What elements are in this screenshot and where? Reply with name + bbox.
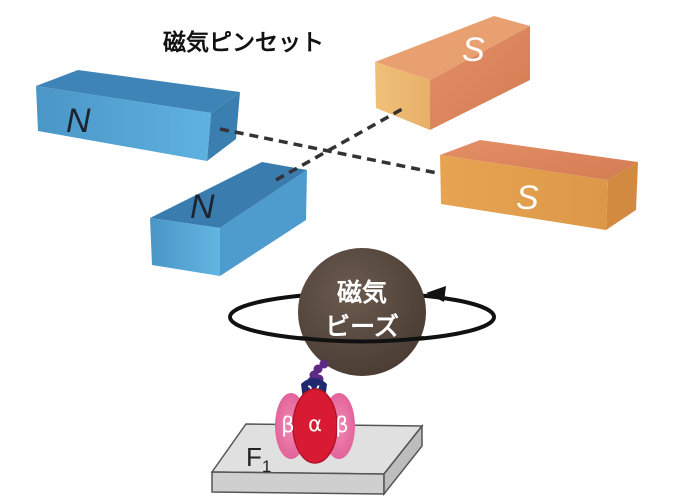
alpha-subunit-outline [292,388,338,464]
alpha-subunit [293,389,337,463]
diagram-title: 磁気ピンセット [163,29,324,56]
magnetic-bead: 磁気 ビーズ [298,248,426,376]
magnet-n-side-face [207,92,240,161]
magnet-n2-front-face [150,218,220,276]
magnet-n-top-face [36,70,240,113]
plate-front-face [211,471,385,495]
magnet-n2-top-face [150,162,307,228]
magnet-s-top: S [375,16,530,130]
plate-side-face [383,423,423,497]
magnet-s-lower: S [440,140,638,230]
field-line-n2-to-s1 [275,106,405,182]
magnet-s2-side-face [606,162,638,230]
magnet-s-top-face [375,16,530,80]
bead-label-line2: ビーズ [325,312,399,341]
magnet-n-lower: N [150,162,307,276]
beta-label-left: β [281,413,294,437]
magnet-s-label: S [462,31,485,69]
alpha-label: α [308,412,322,436]
magnet-s2-front-face [440,155,608,230]
f1-motor: γ β α β [275,378,355,464]
magnet-s-side-face [430,26,530,130]
linker-bead [319,359,329,369]
beta-label-right: β [335,413,348,437]
magnet-n-top: N [36,70,240,161]
rotation-ellipse-front [299,336,425,344]
magnet-n-label: N [66,102,91,140]
field-line-n1-to-s2 [219,127,438,175]
magnet-s2-top-face [440,140,638,180]
magnet-n2-label: N [190,188,215,226]
bead-sphere [298,248,426,376]
magnet-s-front-face [375,62,430,130]
magnet-s2-label: S [516,179,539,217]
magnet-n-front-face [36,86,211,161]
f1-label: F1 [246,442,271,476]
rotation-arrowhead [426,286,446,302]
magnet-n2-side-face [220,170,307,276]
bead-label-line1: 磁気 [337,278,387,307]
